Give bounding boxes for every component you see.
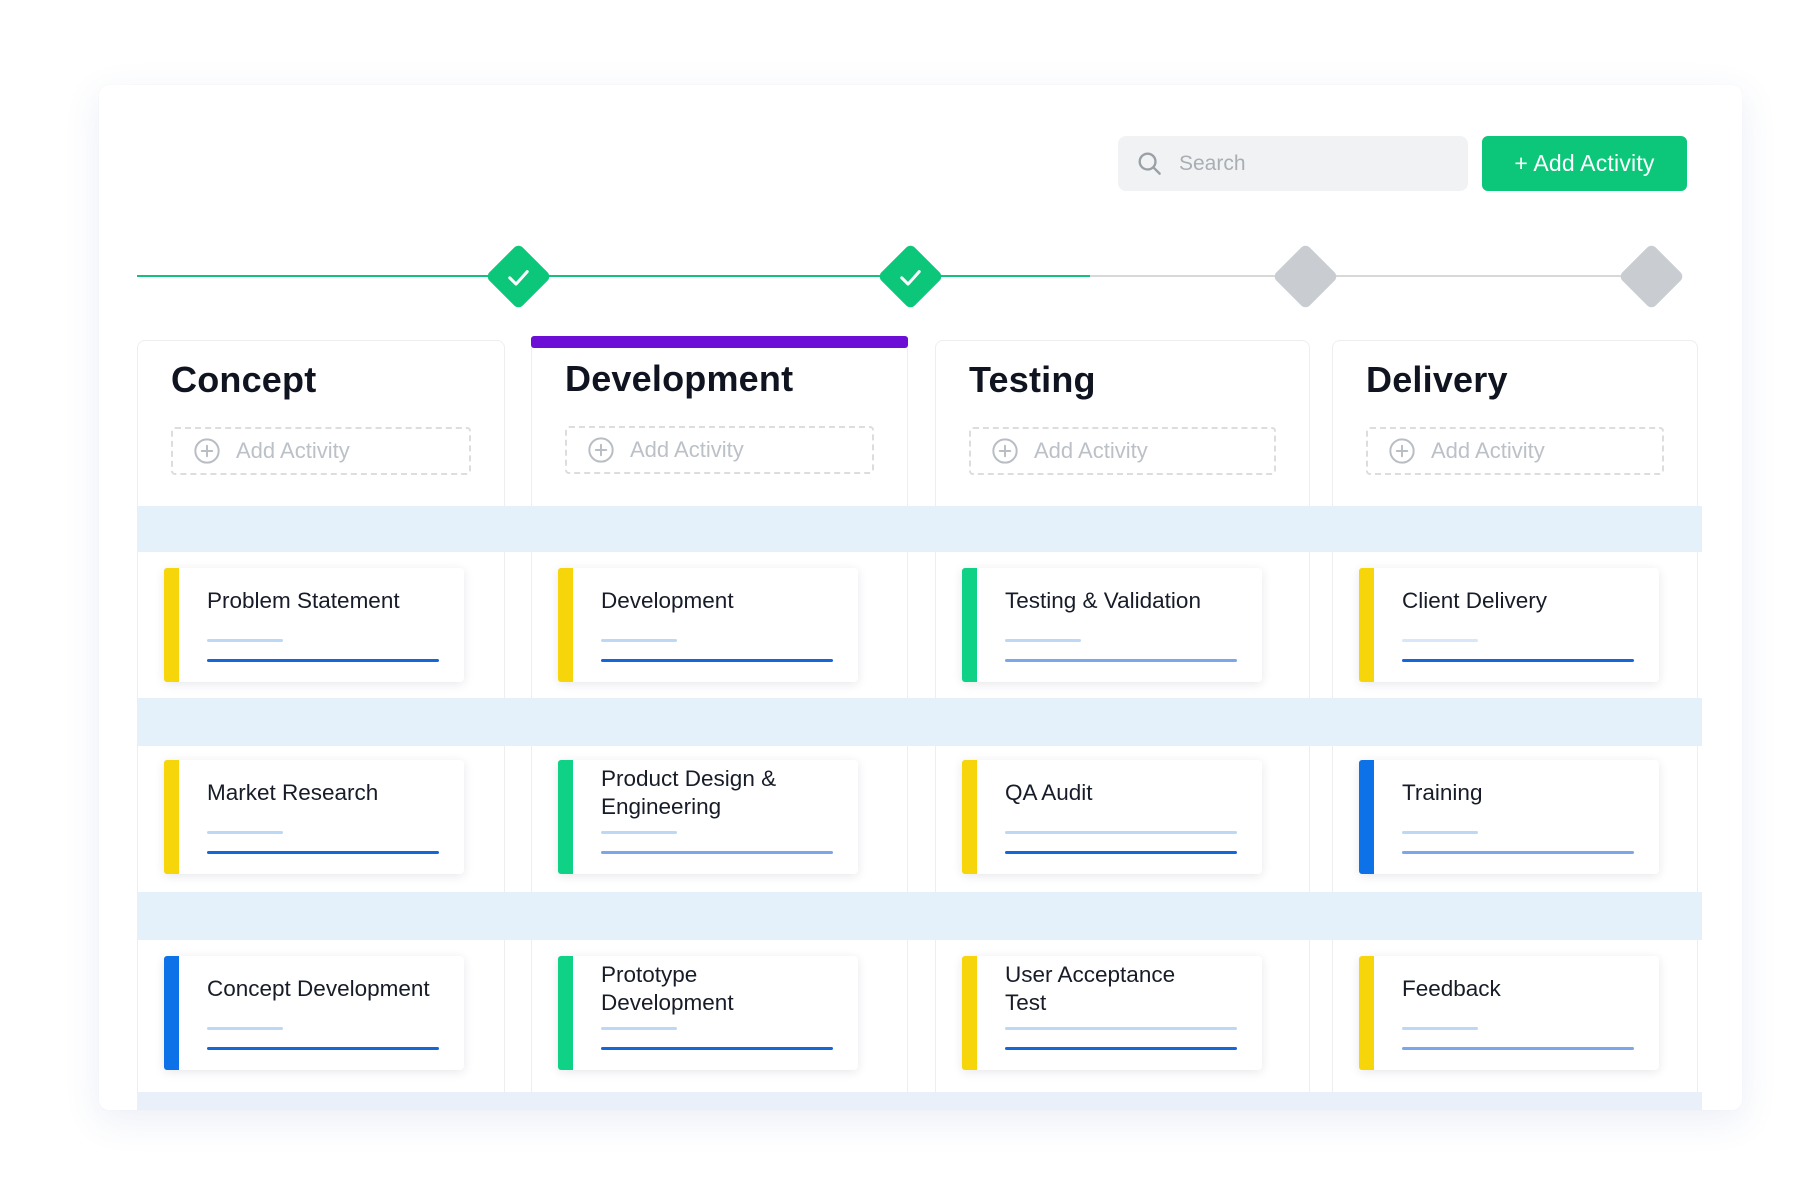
card-progress-line [1402,639,1478,642]
search-icon [1138,152,1161,175]
card-progress-line [207,1047,439,1050]
card-progress-line [601,1047,833,1050]
card-title: Prototype Development [601,962,734,1015]
card-progress-line [207,1027,283,1030]
active-column-indicator [531,336,908,348]
card-progress-line [1402,831,1478,834]
card-progress-line [1402,1027,1478,1030]
card-progress-line [1402,851,1634,854]
board-panel: + Add Activity Concept Add Activity Prob… [99,85,1742,1110]
activity-card[interactable]: Development [558,568,858,682]
card-title: Concept Development [207,976,430,1001]
card-title: User Acceptance Test [1005,962,1176,1015]
column-add-activity-label: Add Activity [1431,438,1545,463]
card-accent-bar [558,568,573,682]
card-progress-line [207,639,283,642]
card-progress-line [601,831,677,834]
column-title: Concept [171,359,317,400]
card-progress-line [1005,831,1237,834]
check-icon [899,269,921,285]
card-accent-bar [962,568,977,682]
add-activity-button[interactable]: + Add Activity [1482,136,1687,191]
swimlane-stripe [137,506,1702,552]
card-accent-bar [1359,568,1374,682]
milestone-diamond-pending[interactable] [1617,243,1685,310]
activity-card[interactable]: Testing & Validation [962,568,1262,682]
column-title: Delivery [1366,359,1508,400]
column-add-activity-button[interactable]: Add Activity [565,426,874,474]
card-progress-line [601,659,833,662]
plus-circle-icon [1389,438,1415,464]
card-progress-line [1005,659,1237,662]
card-title: Testing & Validation [1005,588,1201,613]
card-accent-bar [558,956,573,1070]
activity-card[interactable]: Market Research [164,760,464,874]
card-accent-bar [962,956,977,1070]
column-add-activity-label: Add Activity [630,437,744,462]
plus-circle-icon [194,438,220,464]
card-progress-line [207,851,439,854]
swimlane-stripe [137,1092,1702,1110]
check-icon [507,269,529,285]
card-progress-line [207,831,283,834]
activity-card[interactable]: Prototype Development [558,956,858,1070]
milestone-diamond-done[interactable] [484,243,552,310]
column-add-activity-button[interactable]: Add Activity [171,427,471,475]
plus-circle-icon [588,437,614,463]
card-progress-line [601,1027,677,1030]
column-add-activity-label: Add Activity [236,438,350,463]
card-title: Product Design & Engineering [601,766,777,819]
plus-circle-icon [992,438,1018,464]
card-accent-bar [164,760,179,874]
milestone-diamond-done[interactable] [876,243,944,310]
search-box[interactable] [1118,136,1468,191]
timeline-progress-line [137,275,1090,277]
activity-card[interactable]: QA Audit [962,760,1262,874]
card-progress-line [1402,1047,1634,1050]
activity-card[interactable]: Concept Development [164,956,464,1070]
swimlane-stripe [137,892,1702,940]
card-accent-bar [962,760,977,874]
card-accent-bar [164,568,179,682]
card-progress-line [207,659,439,662]
column-title: Development [565,358,794,399]
card-accent-bar [1359,760,1374,874]
card-title: Client Delivery [1402,588,1548,613]
activity-card[interactable]: Problem Statement [164,568,464,682]
activity-card[interactable]: User Acceptance Test [962,956,1262,1070]
card-title: Market Research [207,780,379,805]
search-input[interactable] [1179,151,1450,176]
card-title: Problem Statement [207,588,400,613]
column-add-activity-button[interactable]: Add Activity [969,427,1276,475]
card-progress-line [1005,1047,1237,1050]
activity-card[interactable]: Product Design & Engineering [558,760,858,874]
card-title: Training [1402,780,1483,805]
activity-card[interactable]: Training [1359,760,1659,874]
activity-card[interactable]: Feedback [1359,956,1659,1070]
card-progress-line [1005,639,1081,642]
card-accent-bar [558,760,573,874]
milestone-diamond-pending[interactable] [1271,243,1339,310]
column-add-activity-label: Add Activity [1034,438,1148,463]
card-progress-line [1005,1027,1237,1030]
card-progress-line [601,851,833,854]
card-title: Development [601,588,734,613]
card-progress-line [601,639,677,642]
card-title: Feedback [1402,976,1501,1001]
swimlane-stripe [137,698,1702,746]
activity-card[interactable]: Client Delivery [1359,568,1659,682]
timeline-remaining-line [1090,275,1651,277]
card-accent-bar [1359,956,1374,1070]
card-accent-bar [164,956,179,1070]
column-add-activity-button[interactable]: Add Activity [1366,427,1664,475]
card-progress-line [1005,851,1237,854]
card-title: QA Audit [1005,780,1093,805]
column-title: Testing [969,359,1096,400]
card-progress-line [1402,659,1634,662]
